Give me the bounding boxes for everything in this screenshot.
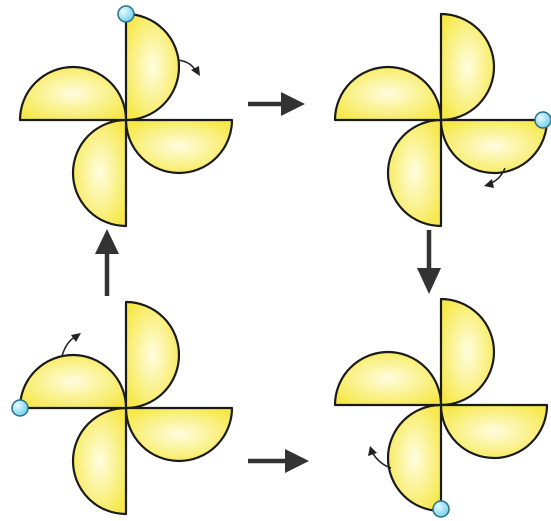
marker-dot bbox=[535, 112, 551, 128]
rotation-hint-top-left bbox=[178, 60, 200, 76]
pinwheel-top-right bbox=[335, 14, 551, 226]
blade-bottom bbox=[388, 120, 441, 226]
blade-bottom bbox=[388, 405, 441, 511]
blade-left bbox=[20, 67, 126, 120]
rotation-hint-bottom-left bbox=[62, 333, 81, 356]
marker-dot bbox=[433, 501, 449, 517]
blade-right bbox=[441, 405, 547, 458]
blade-top bbox=[126, 302, 179, 408]
blade-bottom bbox=[73, 120, 126, 226]
blade-top bbox=[126, 14, 179, 120]
marker-dot bbox=[118, 6, 134, 22]
blade-bottom bbox=[73, 408, 126, 514]
blade-top bbox=[441, 14, 494, 120]
blade-left bbox=[335, 352, 441, 405]
marker-dot bbox=[12, 400, 28, 416]
arrow-down-right bbox=[417, 230, 441, 294]
blade-right bbox=[126, 408, 232, 461]
pinwheel-top-left bbox=[20, 6, 232, 226]
blade-top bbox=[441, 299, 494, 405]
blade-right bbox=[126, 120, 232, 173]
arrow-up-left bbox=[95, 229, 119, 296]
blade-left bbox=[20, 355, 126, 408]
arrow-right-top bbox=[248, 92, 305, 116]
blade-right bbox=[441, 120, 547, 173]
blade-left bbox=[335, 67, 441, 120]
pinwheel-bottom-right bbox=[335, 299, 547, 517]
arrow-right-bottom bbox=[248, 449, 309, 473]
pinwheel-bottom-left bbox=[12, 302, 232, 514]
